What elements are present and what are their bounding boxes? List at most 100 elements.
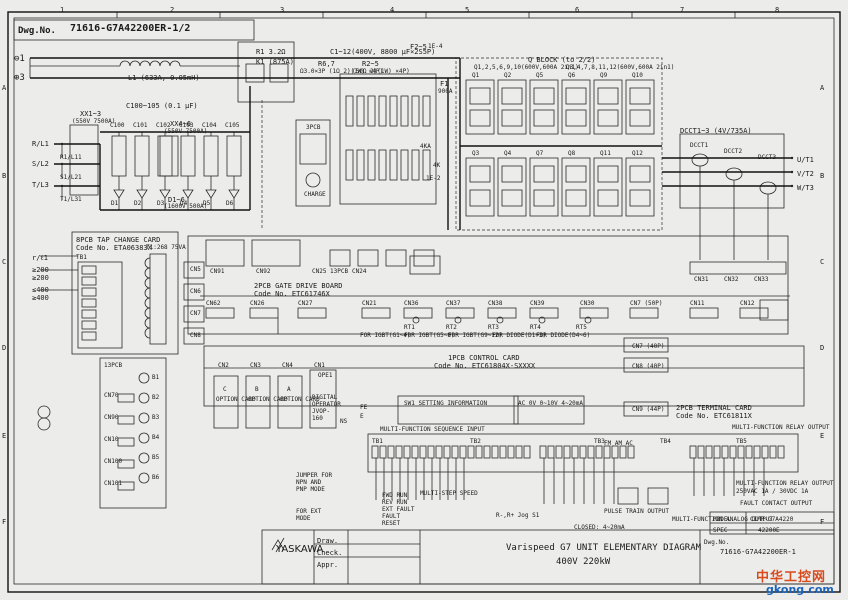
control-card-box bbox=[203, 345, 805, 407]
gate-connector-label: CN91 bbox=[210, 268, 225, 275]
resistor-r1-label: R1 3.2Ω bbox=[256, 48, 286, 56]
dcct-name: DCCT3 bbox=[758, 154, 777, 161]
gate-connector-label: CN38 bbox=[488, 300, 503, 307]
cn12-box bbox=[759, 299, 789, 321]
terminal-screw bbox=[611, 445, 619, 459]
bank-capacitor bbox=[422, 95, 431, 127]
terminal-screw bbox=[619, 445, 627, 459]
gate-connector bbox=[329, 249, 351, 267]
left-connector-label: CN5 bbox=[190, 266, 201, 273]
gate-connector-label: CN26 bbox=[250, 300, 265, 307]
cn-out-strip bbox=[689, 261, 787, 275]
closed-label: CLOSED: 4~20mA bbox=[574, 524, 625, 531]
igbt-cell bbox=[565, 87, 587, 105]
igbt-cell bbox=[597, 189, 619, 207]
bank-capacitor bbox=[345, 95, 354, 127]
thermistor-label: RT3 bbox=[488, 324, 499, 331]
diode-label: D5 bbox=[203, 200, 211, 207]
capacitor-1 bbox=[111, 135, 127, 177]
thermistor-label: RT4 bbox=[530, 324, 541, 331]
k1-contact bbox=[245, 63, 265, 83]
igbt-cell bbox=[597, 109, 619, 127]
igbt-target-label: FOR DIODE(D4~6) bbox=[536, 332, 591, 339]
resistor-r2-value: (50Ω 2)(1W) ×4P) bbox=[352, 68, 410, 75]
terminal-screw bbox=[411, 445, 419, 459]
thermistor bbox=[454, 316, 462, 324]
igbt-cell bbox=[501, 189, 523, 207]
igbt-top bbox=[497, 79, 527, 135]
r1-resistor bbox=[269, 63, 289, 83]
gate-connector bbox=[297, 307, 327, 319]
fan-motor bbox=[138, 432, 150, 444]
column-number: 8 bbox=[775, 6, 780, 14]
cn7-box bbox=[623, 337, 669, 353]
diode-label: D1 bbox=[111, 200, 119, 207]
input-r1-label: R1/L11 bbox=[60, 154, 82, 161]
capacitor-label: C104 bbox=[202, 122, 217, 129]
reactor-coil bbox=[159, 60, 171, 67]
igbt-bottom bbox=[625, 157, 655, 217]
misc-jog-label: R-,R+ Jog S1 bbox=[496, 512, 540, 519]
igbt-cell bbox=[501, 87, 523, 105]
left-connector bbox=[183, 305, 205, 323]
cn9-44p-label: CN9 (44P) bbox=[632, 406, 665, 413]
pcb13-connector bbox=[117, 415, 135, 425]
terminal-screw bbox=[603, 445, 611, 459]
resistor-r6-label: R6,7 bbox=[318, 60, 335, 68]
terminal-screw bbox=[713, 445, 721, 459]
transformer-coil bbox=[144, 287, 151, 299]
option-tag: B bbox=[255, 386, 259, 393]
igbt-cell bbox=[565, 165, 587, 183]
bank-capacitor bbox=[356, 95, 365, 127]
pcb13-connector bbox=[117, 393, 135, 403]
digital-operator-label: DIGITAL OPERATOR JVOP-160 bbox=[312, 394, 341, 422]
bank-capacitor bbox=[422, 149, 431, 181]
column-number: 1 bbox=[60, 6, 65, 14]
output-connector-label: CN31 bbox=[694, 276, 709, 283]
mf-out-label: MULTI-FUNCTION RELAY OUTPUT bbox=[732, 424, 830, 431]
reactor-coil bbox=[119, 60, 131, 67]
row-letter: E bbox=[2, 432, 7, 440]
digital-operator-tag: OPE1 bbox=[318, 372, 333, 379]
igbt-cell bbox=[501, 165, 523, 183]
analog-input-label: AC 0V 0~10V 4~20mA bbox=[518, 400, 584, 407]
igbt-cell bbox=[469, 165, 491, 183]
tb1-label: TB1 bbox=[76, 254, 87, 261]
output-v-label: V/T2 bbox=[797, 170, 814, 178]
dcct-frame bbox=[679, 133, 785, 209]
bank-capacitor bbox=[345, 149, 354, 181]
analog-select-box bbox=[513, 395, 585, 425]
digital-operator-box bbox=[309, 369, 337, 429]
surge-xx4-value: (550V 7500A) bbox=[164, 128, 208, 135]
option-connector-label: CN1 bbox=[314, 362, 325, 369]
junction-dot bbox=[60, 142, 64, 146]
cn91-box bbox=[205, 239, 245, 267]
output-connector-label: CN32 bbox=[724, 276, 739, 283]
relay-out-label: MULTI-FUNCTION RELAY OUTPUT bbox=[736, 480, 834, 487]
row-letter: B bbox=[820, 172, 825, 180]
pulse-out-label: PULSE TRAIN OUTPUT bbox=[604, 508, 670, 515]
pcb13-connector bbox=[117, 437, 135, 447]
dcct-sensor bbox=[725, 167, 743, 181]
gate-connector bbox=[385, 249, 407, 267]
igbt-bottom bbox=[529, 157, 559, 217]
q-top-label: Q9 bbox=[600, 72, 608, 79]
terminal-screw bbox=[387, 445, 395, 459]
bank-capacitor bbox=[356, 149, 365, 181]
q-top-label: Q2 bbox=[504, 72, 512, 79]
q-top-label: Q5 bbox=[536, 72, 544, 79]
pcb3-box bbox=[295, 119, 331, 207]
fan-label: B5 bbox=[152, 454, 160, 461]
gate-connector bbox=[205, 307, 235, 319]
fan-motor bbox=[138, 472, 150, 484]
q-group-a-label: Q1,2,5,6,9,10(600V,600A 2in1) bbox=[474, 64, 579, 71]
dwg-no-box bbox=[13, 19, 255, 41]
tb1-box bbox=[77, 261, 123, 349]
left-connector-label: CN6 bbox=[190, 288, 201, 295]
contactor-k1-label: K1 (875A) bbox=[256, 58, 294, 66]
terminal-screw bbox=[721, 445, 729, 459]
bank-capacitor bbox=[367, 149, 376, 181]
control-card-label: 1PCB CONTROL CARD bbox=[448, 354, 520, 362]
pcb13-connector-label: CN101 bbox=[104, 480, 123, 487]
tap-card-box bbox=[71, 231, 179, 355]
